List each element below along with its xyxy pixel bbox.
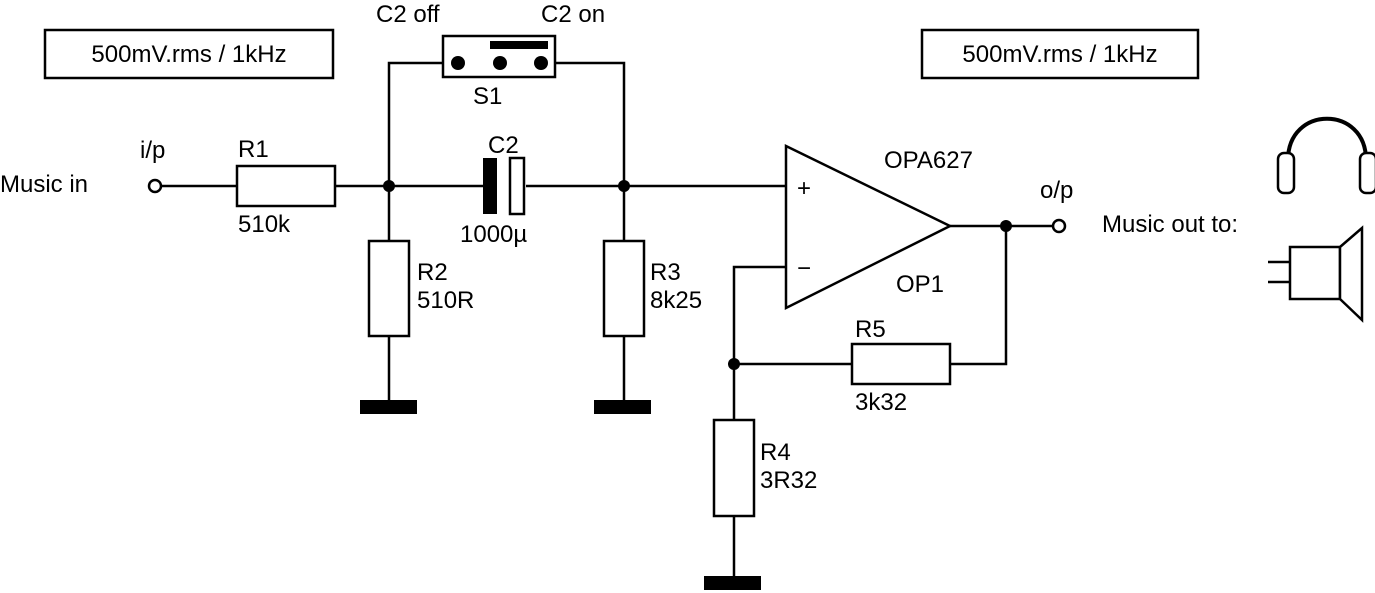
c2-name: C2 (488, 132, 519, 159)
resistor-r3: R3 8k25 (594, 239, 702, 414)
opamp-part-label: OPA627 (884, 147, 973, 174)
headphones-icon (1276, 116, 1375, 195)
ground-symbol (360, 400, 417, 414)
opamp-ref-label: OP1 (896, 271, 944, 298)
output-signal-box: 500mV.rms / 1kHz (920, 28, 1200, 80)
junction-dot (1000, 220, 1012, 232)
r1-name: R1 (238, 136, 269, 163)
speaker-icon (1268, 225, 1364, 323)
output-terminal (1051, 218, 1067, 234)
input-pin-label: i/p (140, 137, 165, 164)
r1-value: 510k (238, 211, 291, 238)
r3-value: 8k25 (650, 287, 702, 314)
junction-dot (618, 180, 630, 192)
music-out-label: Music out to: (1102, 211, 1238, 238)
r3-name: R3 (650, 259, 681, 286)
resistor-r5: R5 3k32 (850, 316, 952, 416)
r2-name: R2 (417, 259, 448, 286)
c2-value: 1000µ (460, 221, 527, 248)
switch-s1: C2 off C2 on S1 (376, 1, 605, 110)
opamp-minus-label: − (797, 255, 811, 282)
input-signal-box: 500mV.rms / 1kHz (43, 28, 335, 80)
output-signal-label: 500mV.rms / 1kHz (962, 41, 1157, 68)
input-signal-label: 500mV.rms / 1kHz (91, 41, 286, 68)
switch-contact (534, 56, 548, 70)
capacitor-c2: C2 1000µ (460, 132, 527, 248)
opamp-op1: + − OPA627 OP1 (784, 143, 973, 311)
switch-on-label: C2 on (541, 1, 605, 28)
resistor-r4: R4 3R32 (704, 418, 817, 590)
r4-value: 3R32 (760, 467, 817, 494)
r5-value: 3k32 (855, 389, 907, 416)
switch-name: S1 (473, 83, 502, 110)
resistor-r2: R2 510R (360, 239, 474, 414)
input-terminal (147, 178, 163, 194)
r2-value: 510R (417, 287, 474, 314)
r5-name: R5 (855, 316, 886, 343)
opamp-plus-label: + (797, 175, 811, 202)
r4-name: R4 (760, 439, 791, 466)
switch-contact (493, 56, 507, 70)
switch-contact (451, 56, 465, 70)
music-in-label: Music in (0, 171, 88, 198)
junction-dot (728, 358, 740, 370)
ground-symbol (704, 576, 761, 590)
ground-symbol (594, 400, 651, 414)
switch-off-label: C2 off (376, 1, 440, 28)
resistor-r1: R1 510k (235, 136, 337, 238)
junction-dot (383, 180, 395, 192)
output-pin-label: o/p (1040, 177, 1073, 204)
